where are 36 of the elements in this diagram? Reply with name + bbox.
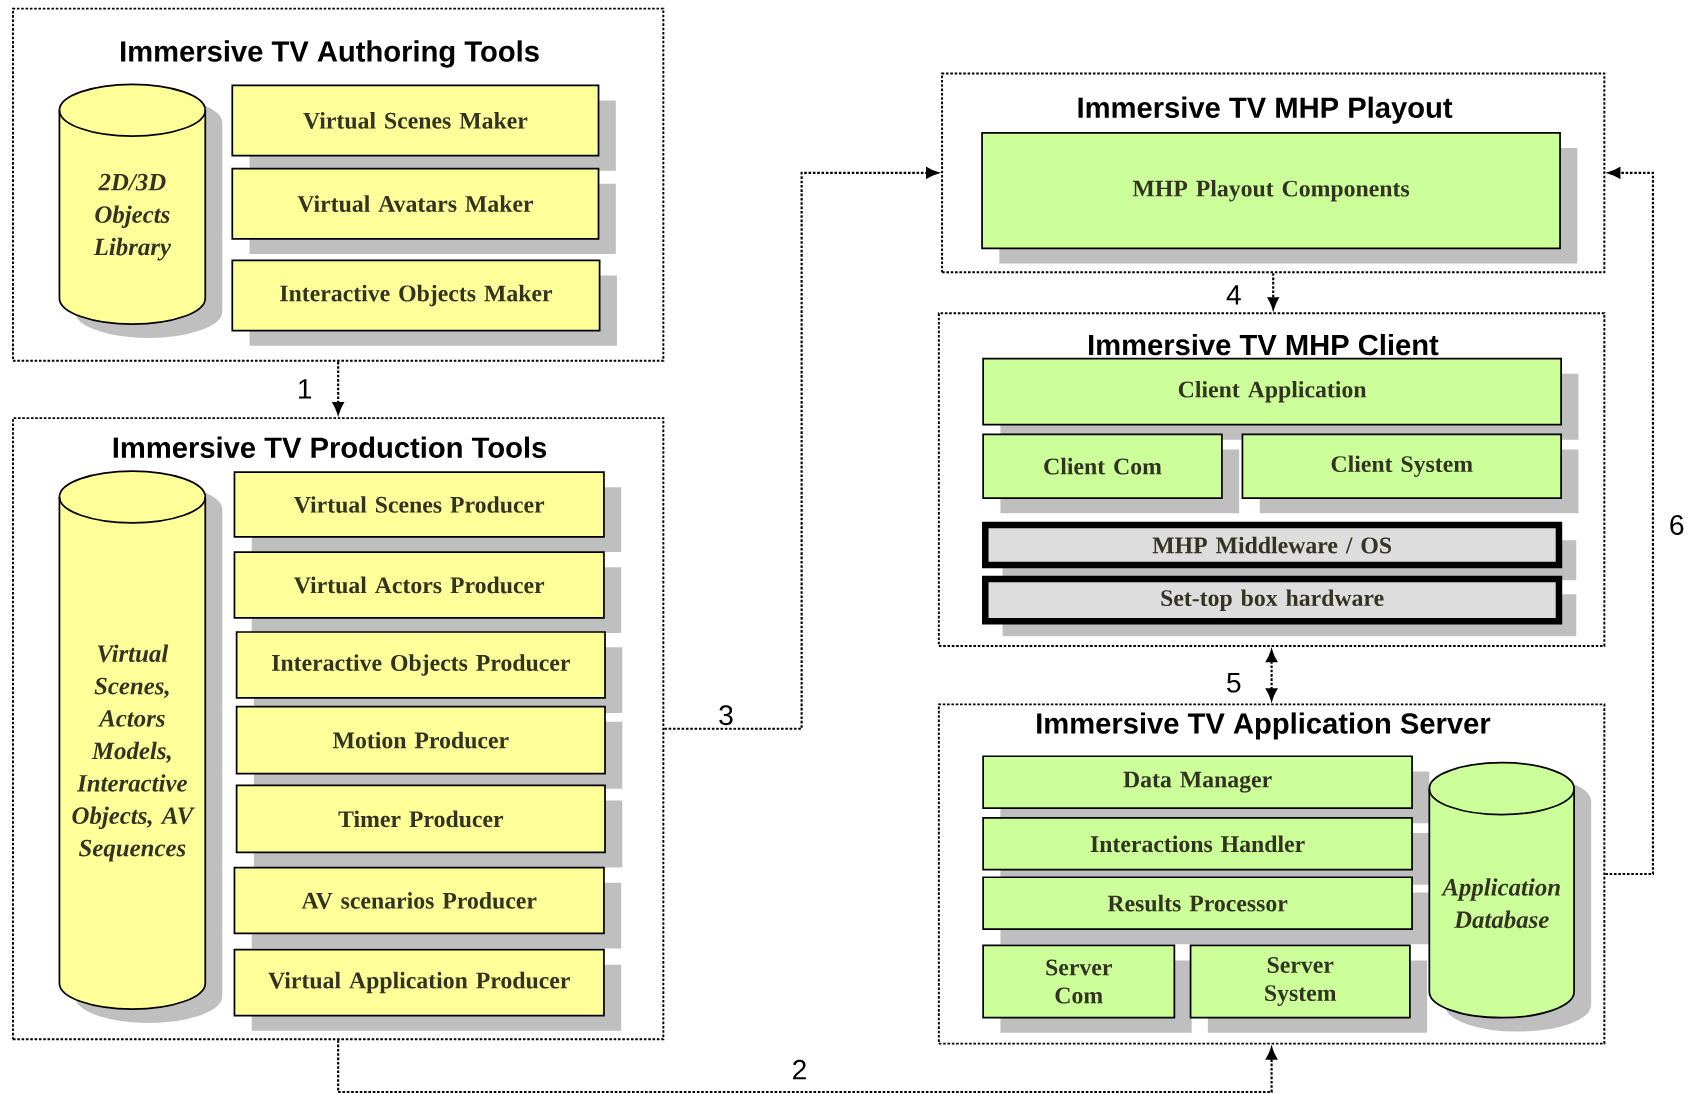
component-box: MHP Playout Components [981, 131, 1578, 264]
component-box: Server Com [982, 944, 1192, 1033]
component-box: Virtual Actors Producer [233, 551, 622, 633]
arrow [664, 167, 939, 730]
edge-label: 3 [716, 702, 736, 728]
edge-label: 2 [789, 1057, 810, 1082]
edge-label: 5 [1223, 670, 1244, 695]
component-box: Timer Producer [235, 784, 623, 868]
component-box: Server System [1189, 944, 1428, 1033]
component-box: Interactive Objects Producer [235, 631, 623, 713]
arrow [1605, 167, 1655, 875]
component-box: Client System [1241, 433, 1579, 513]
component-box: AV scenarios Producer [233, 866, 622, 949]
database-cylinder: Application Database [1428, 761, 1592, 1032]
component-box: Client Application [982, 357, 1579, 440]
component-box: Virtual Application Producer [233, 948, 622, 1031]
component-box: Data Manager [982, 755, 1430, 824]
component-box: Client Com [982, 433, 1240, 513]
edge-label: 1 [294, 376, 315, 401]
component-box: Set-top box hardware [982, 575, 1577, 637]
arrow [332, 361, 344, 415]
arrow [1267, 273, 1279, 310]
arrow [337, 1040, 1278, 1093]
edge-label: 6 [1666, 512, 1687, 537]
arrow [1266, 649, 1278, 701]
component-box: Virtual Avatars Maker [231, 167, 616, 254]
component-box: MHP Middleware / OS [982, 521, 1577, 580]
database-cylinder: Virtual Scenes, Actors Models, Interactive Objects, AV Sequences [58, 470, 223, 1023]
component-box: Virtual Scenes Producer [233, 471, 622, 552]
database-cylinder: 2D/3D Objects Library [58, 83, 223, 338]
component-box: Interactive Objects Maker [231, 259, 617, 346]
component-box: Results Processor [982, 876, 1430, 945]
component-box: Interactions Handler [982, 816, 1430, 885]
component-box: Motion Producer [235, 705, 623, 789]
component-box: Virtual Scenes Maker [231, 84, 616, 171]
edge-label: 4 [1223, 282, 1244, 307]
